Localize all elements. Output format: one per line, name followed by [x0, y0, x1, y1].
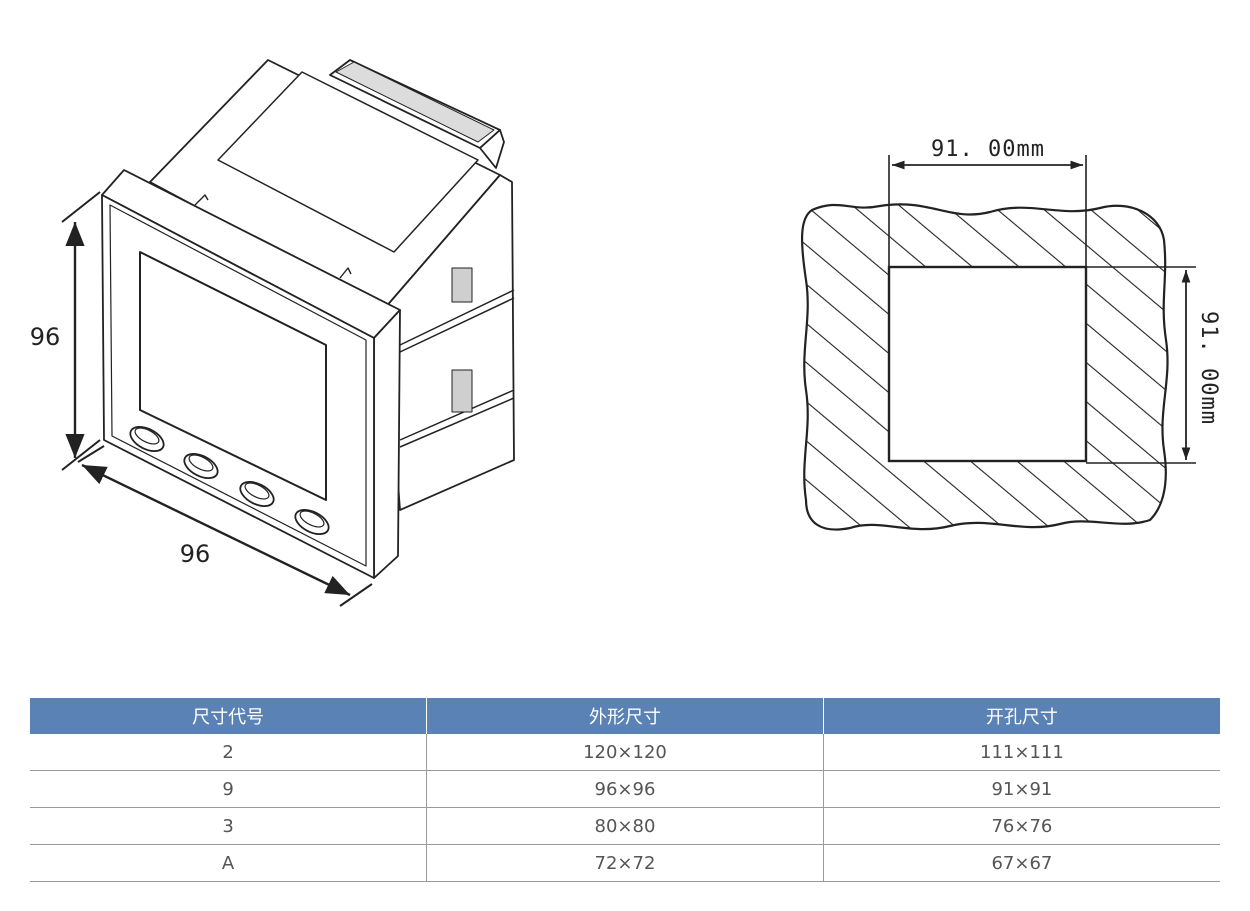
technical-drawing: 96 96 91. 00mm 91. 00mm	[30, 59, 1221, 607]
meter-height-label: 96	[30, 323, 61, 351]
cell-outline-size: 72×72	[426, 844, 824, 882]
cell-size-code: 2	[30, 734, 427, 771]
table-row: 3 80×80 76×76	[30, 807, 1220, 845]
cell-outline-size: 80×80	[426, 807, 824, 845]
cell-outline-size: 120×120	[426, 734, 824, 771]
meter-height-dimension	[61, 191, 101, 471]
meter-front-side	[373, 309, 401, 579]
cutout-width-label: 91. 00mm	[931, 137, 1045, 162]
cell-size-code: 9	[30, 770, 427, 808]
cell-cutout-size: 76×76	[822, 807, 1220, 845]
cell-size-code: A	[30, 844, 427, 882]
cell-cutout-size: 67×67	[822, 844, 1220, 882]
table-header-row: 尺寸代号 外形尺寸 开孔尺寸	[30, 698, 1220, 734]
table-row: A 72×72 67×67	[30, 844, 1220, 882]
meter-illustration	[101, 59, 515, 579]
cell-size-code: 3	[30, 807, 427, 845]
header-cutout-size: 开孔尺寸	[822, 698, 1220, 734]
cell-cutout-size: 111×111	[822, 734, 1220, 771]
meter-label-plate	[217, 71, 479, 253]
size-spec-table: 尺寸代号 外形尺寸 开孔尺寸 2 120×120 111×111 9 96×96…	[30, 698, 1220, 882]
cutout-illustration	[800, 203, 1169, 531]
table-row: 2 120×120 111×111	[30, 734, 1220, 771]
cutout-hole	[887, 265, 1088, 463]
cutout-height-dimension	[1086, 266, 1196, 464]
meter-width-dimension	[77, 445, 373, 607]
cutout-width-dimension	[888, 155, 1087, 267]
cutout-height-label: 91. 00mm	[1196, 311, 1221, 425]
cell-cutout-size: 91×91	[822, 770, 1220, 808]
meter-width-label: 96	[180, 540, 211, 568]
header-outline-size: 外形尺寸	[426, 698, 824, 734]
terminal-block	[329, 59, 505, 169]
table-row: 9 96×96 91×91	[30, 770, 1220, 808]
cell-outline-size: 96×96	[426, 770, 824, 808]
header-size-code: 尺寸代号	[30, 698, 427, 734]
